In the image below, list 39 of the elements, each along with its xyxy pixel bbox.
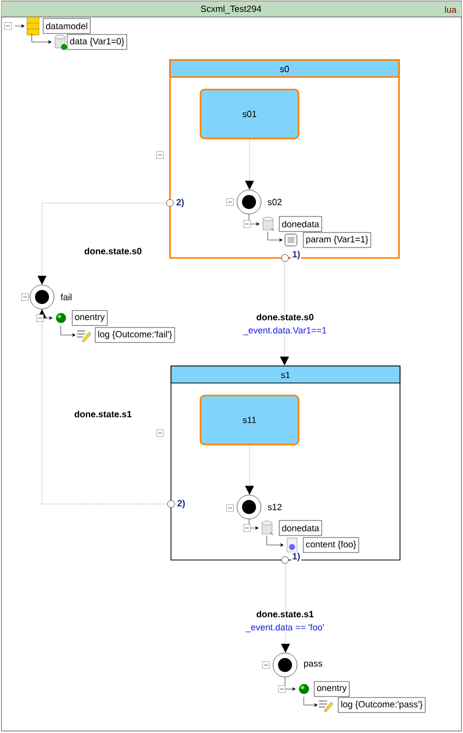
state-box: s11 [200, 394, 300, 446]
tree-connector [304, 696, 318, 707]
transition-arrow [245, 139, 254, 190]
condition-label: _event.data == 'foo' [244, 622, 326, 634]
chart-name: Scxml_Test294 [200, 5, 262, 14]
tree-connector [32, 34, 52, 44]
tree-connector [42, 309, 53, 320]
event-label: done.state.s0 [84, 248, 142, 254]
state-name: s12 [268, 504, 282, 510]
state-name: fail [60, 294, 72, 300]
element-tag: data {Var1=0} [67, 34, 128, 50]
event-label: done.state.s1 [255, 610, 315, 618]
condition-label: _event.data.Var1==1 [242, 326, 328, 336]
state-box: s01 [200, 88, 300, 140]
transition-arrow [245, 445, 254, 495]
element-tag: param {Var1=1} [303, 232, 372, 248]
element-tag: donedata [279, 216, 322, 232]
tree-connector [268, 232, 283, 242]
tree-connector [248, 214, 260, 226]
port-number: 2) [176, 498, 186, 510]
port-number: 1) [291, 552, 302, 562]
element-tag: onentry [314, 681, 350, 697]
port-number: 2) [175, 198, 186, 208]
tree-connector [14, 24, 25, 28]
event-label: done.state.s0 [255, 312, 315, 322]
element-tag: donedata [279, 520, 322, 536]
port-number: 1) [291, 250, 302, 260]
tree-connector [266, 536, 284, 547]
language-label: lua [445, 6, 456, 13]
element-tag: onentry [72, 310, 108, 326]
tree-connector [284, 677, 296, 691]
element-tag: datamodel [43, 18, 90, 34]
state-name: s02 [268, 198, 282, 206]
transition-arrow [280, 258, 289, 366]
tree-connector [248, 519, 259, 530]
element-tag: content {foo} [303, 537, 359, 553]
tree-connector [60, 326, 76, 337]
event-label: done.state.s1 [74, 410, 132, 418]
state-name: pass [304, 662, 322, 668]
